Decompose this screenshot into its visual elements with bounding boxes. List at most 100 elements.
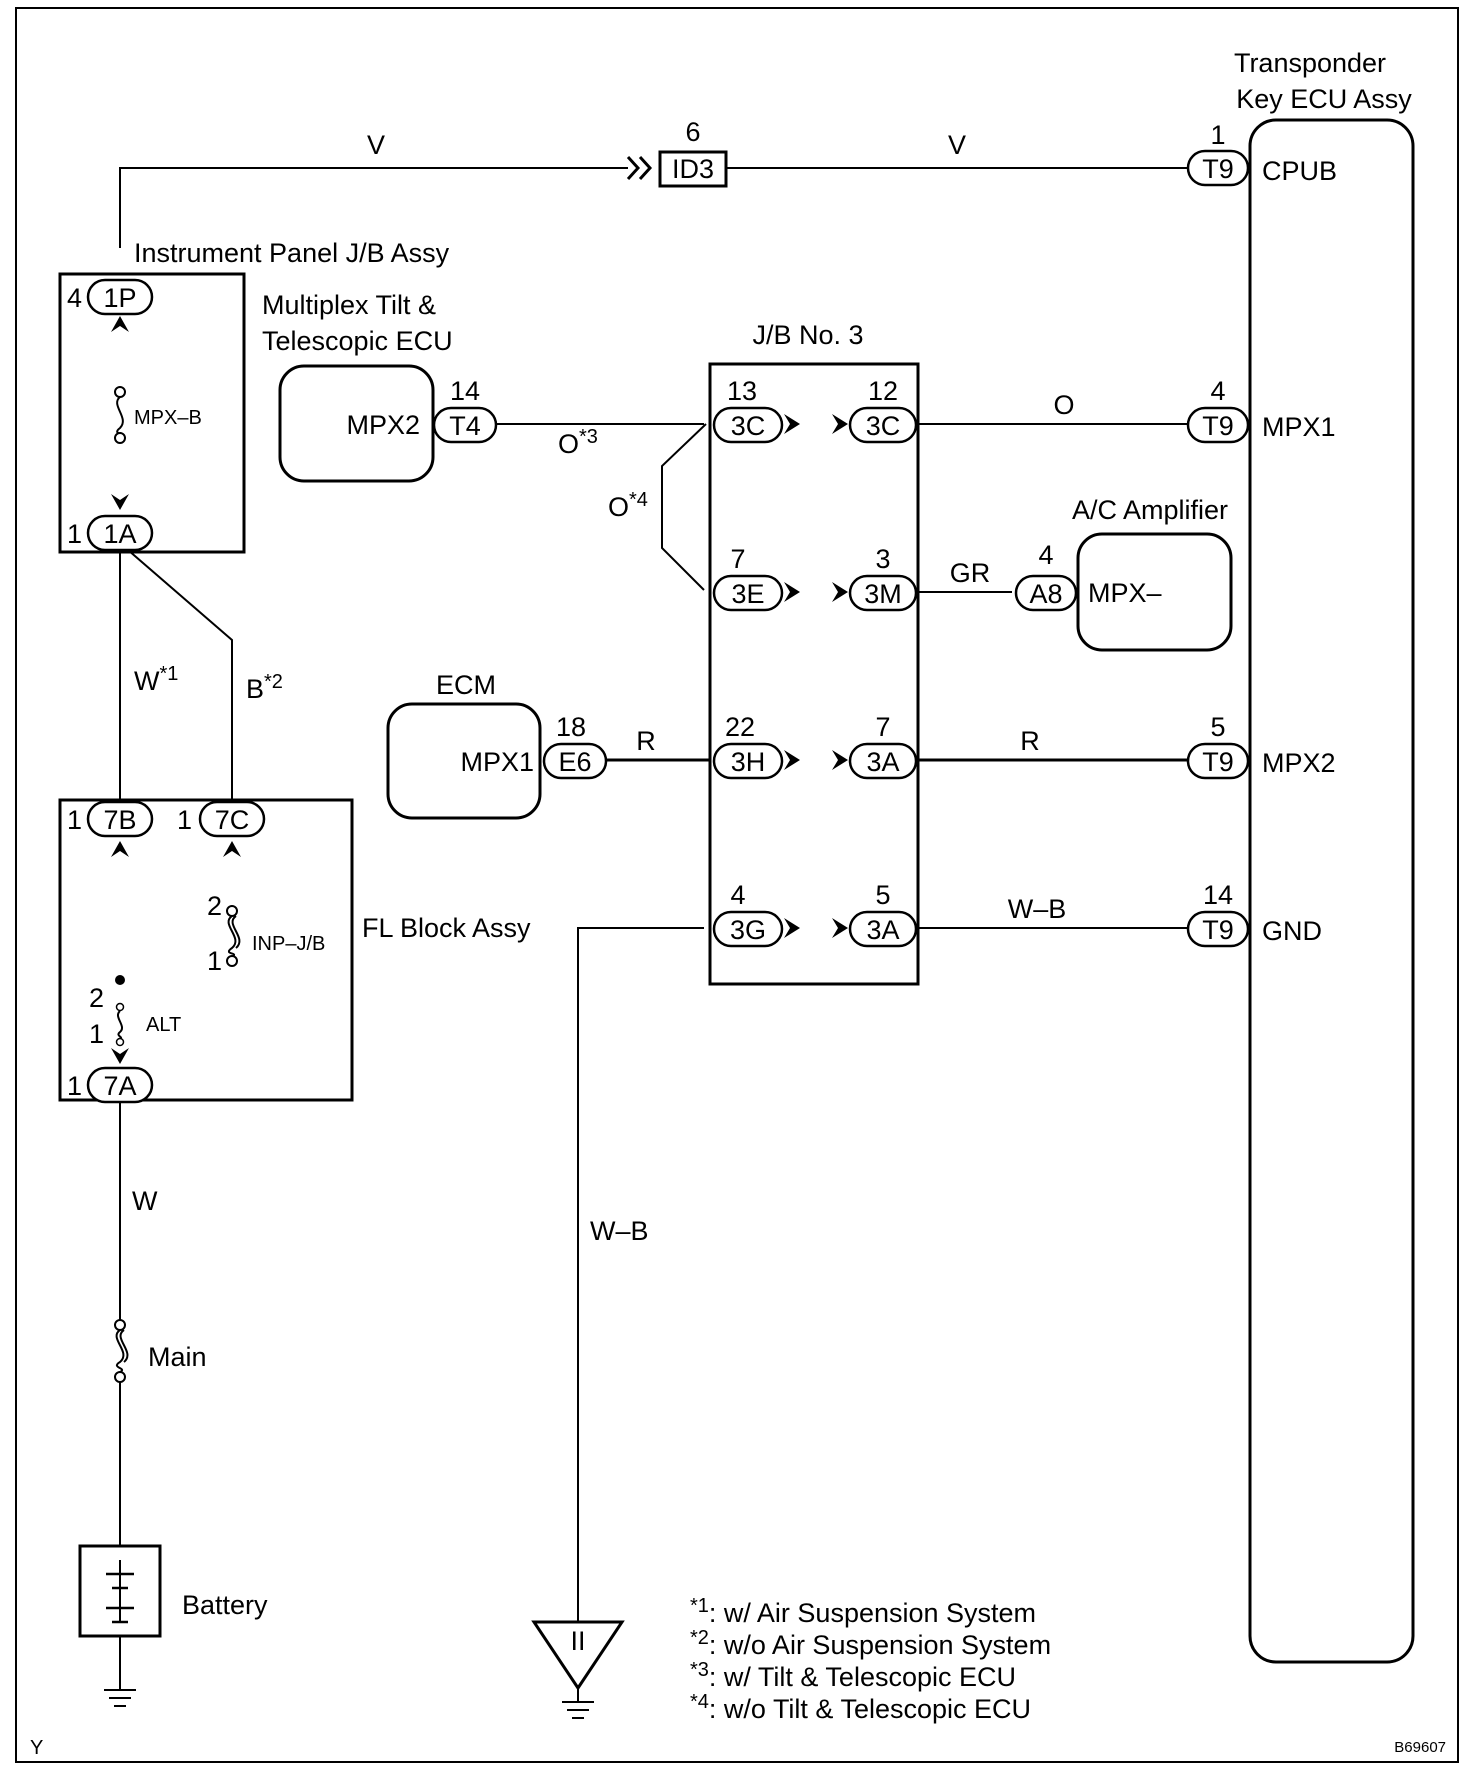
- transponder-title-line1: Transponder: [1234, 48, 1386, 78]
- wire-o: O: [1053, 390, 1074, 420]
- wire-v-left: V: [367, 130, 385, 160]
- pin-3g: 4: [730, 880, 745, 910]
- footnote-1: *1: w/ Air Suspension System: [690, 1595, 1036, 1628]
- figure-code: B69607: [1394, 1739, 1446, 1756]
- terminal-cpub: CPUB: [1262, 156, 1337, 186]
- wire-o4: O*4: [608, 489, 648, 522]
- footnote-2: *2: w/o Air Suspension System: [690, 1627, 1051, 1660]
- footnote-4: *4: w/o Tilt & Telescopic ECU: [690, 1691, 1031, 1724]
- wire-w1: W*1: [134, 663, 178, 696]
- connector-a8: A8: [1029, 579, 1062, 609]
- connector-3m: 3M: [864, 579, 902, 609]
- terminal-mpx-ac: MPX–: [1088, 578, 1162, 608]
- transponder-title-line2: Key ECU Assy: [1236, 84, 1412, 114]
- connector-7a: 7A: [103, 1071, 136, 1101]
- fl-block-title: FL Block Assy: [362, 913, 531, 943]
- connector-e6: E6: [558, 747, 591, 777]
- terminal-mpx2-tilt: MPX2: [346, 410, 420, 440]
- wire-gr: GR: [950, 558, 991, 588]
- wire-b2: B*2: [246, 671, 283, 704]
- connector-3c-left: 3C: [731, 411, 766, 441]
- pin-t9-mpx2: 5: [1210, 712, 1225, 742]
- battery-symbol: [78, 1544, 162, 1638]
- connector-t9-gnd: T9: [1202, 915, 1234, 945]
- connector-3c-right: 3C: [866, 411, 901, 441]
- wire-r-right: R: [1020, 726, 1040, 756]
- connector-3a-top: 3A: [866, 747, 899, 777]
- terminal-mpx2: MPX2: [1262, 748, 1336, 778]
- wire-v-right: V: [948, 130, 966, 160]
- wire-wb-right: W–B: [1008, 894, 1067, 924]
- terminal-gnd: GND: [1262, 916, 1322, 946]
- wire-w: W: [132, 1186, 158, 1216]
- connector-pills: [86, 149, 1250, 1104]
- fuse-inp-jb: INP–J/B: [252, 933, 325, 955]
- battery-ground-icon: [104, 1689, 136, 1707]
- pin-3a-bottom: 5: [875, 880, 890, 910]
- connector-3e: 3E: [731, 579, 764, 609]
- pin-3h: 22: [725, 712, 755, 742]
- pin-t9-gnd: 14: [1203, 880, 1233, 910]
- connector-id3: ID3: [672, 154, 714, 184]
- connector-t4: T4: [449, 411, 481, 441]
- pin-id3: 6: [685, 117, 700, 147]
- fl-block-box: [58, 798, 354, 1102]
- fuses: [114, 386, 241, 1383]
- ac-amplifier-box: [1076, 532, 1233, 652]
- pin-3a-top: 7: [875, 712, 890, 742]
- pin-t4: 14: [450, 376, 480, 406]
- fuse-alt: ALT: [146, 1014, 181, 1036]
- connector-3a-bottom: 3A: [866, 915, 899, 945]
- footnotes: *1: w/ Air Suspension System *2: w/o Air…: [690, 1595, 1051, 1724]
- fuse-main: Main: [148, 1342, 207, 1372]
- connector-arrows: [111, 155, 848, 1064]
- pin-t9-cpub: 1: [1210, 120, 1225, 150]
- connector-t9-mpx2: T9: [1202, 747, 1234, 777]
- tilt-ecu-title-line2: Telescopic ECU: [262, 326, 453, 356]
- pin-7b: 1: [67, 805, 82, 835]
- connector-1a: 1A: [103, 519, 136, 549]
- pin-alt-top: 2: [89, 983, 104, 1013]
- fuse-mpx-b: MPX–B: [134, 407, 202, 429]
- footnote-3: *3: w/ Tilt & Telescopic ECU: [690, 1659, 1016, 1692]
- pin-alt-bottom: 1: [89, 1019, 104, 1049]
- corner-mark: Y: [30, 1737, 43, 1759]
- pin-e6: 18: [556, 712, 586, 742]
- pin-3c-right: 12: [868, 376, 898, 406]
- ip-jb-box: [58, 272, 246, 554]
- wire-o3: O*3: [558, 426, 598, 459]
- pin-7a: 1: [67, 1071, 82, 1101]
- ecm-box: [386, 702, 542, 820]
- connector-7b: 7B: [103, 805, 136, 835]
- wire-wb-ground: W–B: [590, 1216, 649, 1246]
- terminal-mpx1-ecm: MPX1: [460, 747, 534, 777]
- ac-amplifier-title: A/C Amplifier: [1072, 495, 1228, 525]
- pin-inp-bottom: 1: [207, 946, 222, 976]
- pin-3m: 3: [875, 544, 890, 574]
- wire-r-left: R: [636, 726, 656, 756]
- outer-frame: [15, 7, 1459, 1763]
- pin-a8: 4: [1038, 540, 1053, 570]
- connector-t9-mpx1: T9: [1202, 411, 1234, 441]
- pin-3c-left: 13: [727, 376, 757, 406]
- pin-7c: 1: [177, 805, 192, 835]
- pin-inp-top: 2: [207, 891, 222, 921]
- ip-jb-title: Instrument Panel J/B Assy: [134, 238, 450, 268]
- ecm-title: ECM: [436, 670, 496, 700]
- transponder-ecu-box: [1248, 118, 1415, 1664]
- connector-3h: 3H: [731, 747, 766, 777]
- connector-t9-cpub: T9: [1202, 154, 1234, 184]
- terminal-mpx1: MPX1: [1262, 412, 1336, 442]
- jb3-title: J/B No. 3: [752, 320, 863, 350]
- ground-point-icon: [531, 1620, 625, 1719]
- ground-mark: II: [570, 1626, 585, 1656]
- pin-1p: 4: [67, 283, 82, 313]
- pin-3e: 7: [730, 544, 745, 574]
- connector-1p: 1P: [103, 283, 136, 313]
- tilt-ecu-title-line1: Multiplex Tilt &: [262, 290, 436, 320]
- pin-1a: 1: [67, 519, 82, 549]
- battery-title: Battery: [182, 1590, 268, 1620]
- jb3-box: [708, 362, 920, 986]
- pin-t9-mpx1: 4: [1210, 376, 1225, 406]
